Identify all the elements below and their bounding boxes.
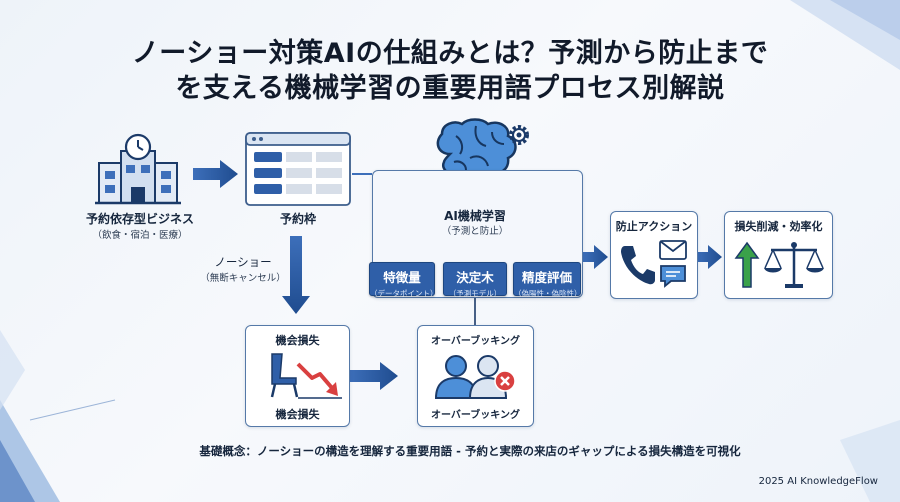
result-label: 損失削減・効率化 (734, 220, 823, 233)
business-sublabel: （飲食・宿泊・医療） (92, 230, 188, 241)
noshow-sublabel: （無断キャンセル） (200, 273, 286, 284)
metrics-pill: 精度評価 （偽陽性・偽陰性） (513, 262, 582, 298)
up-arrow-icon (734, 241, 760, 288)
ai-label: AI機械学習 (444, 209, 506, 223)
arrow-down-1 (282, 236, 310, 314)
loss-bottom-label: 機会損失 (275, 408, 320, 421)
result-node: 損失削減・効率化 (724, 211, 833, 299)
x-mark-icon (494, 370, 516, 392)
overbook-node: オーバーブッキング オーバーブッキング (417, 325, 534, 427)
page-title-line-2: を支える機械学習の重要用語プロセス別解説 (175, 73, 725, 104)
phone-icon (621, 246, 655, 285)
features-pill: 特徴量 （データポイント） (369, 262, 438, 298)
loss-top-label: 機会損失 (275, 334, 320, 347)
mail-icon (659, 240, 687, 260)
arrow-right-2 (349, 362, 398, 390)
arrow-right-1 (193, 160, 238, 188)
tree-sublabel: （予測モデル） (448, 289, 502, 298)
metrics-sublabel: （偽陽性・偽陰性） (514, 289, 582, 298)
prevent-node: 防止アクション (610, 211, 698, 299)
features-sublabel: （データポイント） (370, 289, 438, 298)
gear-icon (509, 125, 529, 145)
building-clock-icon (95, 133, 181, 205)
reservation-grid-icon (245, 132, 351, 206)
reservation-label: 予約枠 (279, 212, 316, 226)
overbook-bottom-label: オーバーブッキング (431, 410, 520, 421)
tree-label: 決定木 (456, 270, 494, 285)
prevent-label: 防止アクション (615, 220, 693, 233)
features-label: 特徴量 (383, 270, 421, 285)
overbook-top-label: オーバーブッキング (431, 336, 520, 347)
down-trend-arrow-icon (296, 362, 342, 399)
footer-credit: 2025 AI KnowledgeFlow (758, 476, 878, 487)
arrow-right-3 (583, 245, 608, 269)
caption: 基礎概念：ノーショーの構造を理解する重要用語 - 予約と実際の来店のギャップによ… (199, 444, 741, 458)
noshow-label: ノーショー (214, 255, 272, 269)
metrics-label: 精度評価 (521, 270, 572, 285)
tree-pill: 決定木 （予測モデル） (443, 262, 507, 298)
arrow-right-4 (696, 245, 722, 269)
loss-node: 機会損失 機会損失 (245, 325, 350, 427)
ai-sublabel: （予測と防止） (441, 226, 509, 237)
chat-icon (660, 265, 686, 288)
business-label: 予約依存型ビジネス (85, 212, 194, 226)
chair-icon (270, 353, 299, 398)
scales-icon (764, 242, 824, 288)
page-title-line-1: ノーショー対策AIの仕組みとは？予測から防止まで (131, 38, 769, 69)
